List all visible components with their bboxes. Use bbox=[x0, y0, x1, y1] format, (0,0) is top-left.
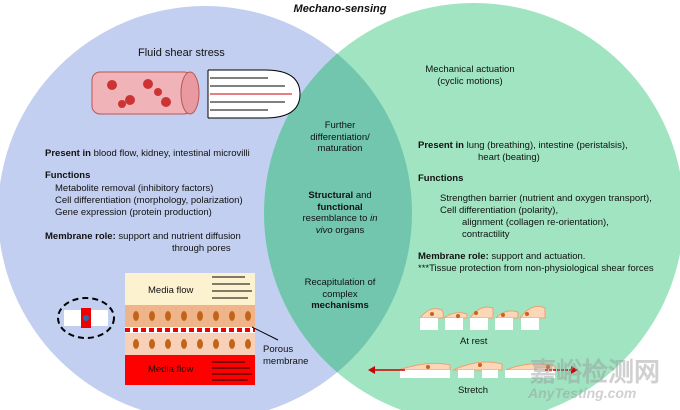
bold-text: functional bbox=[317, 201, 363, 213]
cells-stretch-illustration bbox=[368, 361, 578, 378]
watermark-en: AnyTesting.com bbox=[528, 385, 637, 401]
line: (cyclic motions) bbox=[437, 75, 503, 87]
media-flow-bottom-label: Media flow bbox=[148, 364, 194, 375]
watermark-cn: 嘉峪检测网 bbox=[530, 357, 661, 387]
line: complex bbox=[322, 288, 358, 300]
bold-text: Structural bbox=[308, 190, 354, 201]
center-item-resemblance: Structural and functional resemblance to… bbox=[280, 190, 400, 236]
membrane-label: Membrane role: bbox=[418, 251, 489, 262]
right-function-item: Strengthen barrier (nutrient and oxygen … bbox=[440, 193, 652, 204]
center-item-differentiation: Further differentiation/ maturation bbox=[280, 120, 400, 155]
overlap-region bbox=[264, 6, 412, 410]
cells-at-rest-illustration bbox=[418, 305, 546, 330]
line: maturation bbox=[317, 143, 363, 154]
present-label: Present in bbox=[45, 148, 91, 159]
center-item-recapitulation: Recapitulation of complex mechanisms bbox=[280, 277, 400, 312]
text: resemblance to bbox=[302, 213, 371, 224]
left-function-item: Metabolite removal (inhibitory factors) bbox=[55, 183, 214, 194]
right-present-in-cont: heart (beating) bbox=[478, 152, 540, 163]
left-membrane-role-cont: through pores bbox=[172, 243, 231, 254]
at-rest-label: At rest bbox=[460, 336, 488, 347]
italic-text: in bbox=[370, 213, 378, 224]
left-heading: Fluid shear stress bbox=[138, 47, 225, 59]
text: organs bbox=[332, 224, 365, 236]
right-membrane-role: Membrane role: support and actuation. bbox=[418, 251, 585, 263]
left-membrane-role: Membrane role: support and nutrient diff… bbox=[45, 231, 241, 243]
line: differentiation/ bbox=[310, 131, 370, 143]
media-flow-top-label: Media flow bbox=[148, 285, 194, 296]
line: Further bbox=[324, 120, 356, 131]
right-heading: Mechanical actuation (cyclic motions) bbox=[410, 64, 530, 87]
right-note: ***Tissue protection from non-physiologi… bbox=[418, 263, 654, 274]
left-function-item: Gene expression (protein production) bbox=[55, 207, 212, 218]
line: Mechanical actuation bbox=[425, 64, 515, 75]
left-functions-label: Functions bbox=[45, 170, 91, 181]
italic-text: vivo bbox=[315, 224, 333, 236]
flow-profile-illustration bbox=[207, 69, 301, 119]
present-label: Present in bbox=[418, 140, 464, 151]
present-text: lung (breathing), intestine (peristalsis… bbox=[466, 140, 628, 151]
right-functions-label: Functions bbox=[418, 173, 464, 184]
membrane-label-chip: membrane bbox=[263, 356, 309, 367]
right-function-item: Cell differentiation (polarity), bbox=[440, 205, 559, 216]
left-present-in: Present in blood flow, kidney, intestina… bbox=[45, 148, 250, 160]
diagram-title: Mechano-sensing bbox=[293, 3, 387, 15]
right-function-item: contractility bbox=[462, 229, 510, 240]
membrane-text: support and nutrient diffusion bbox=[118, 231, 241, 242]
present-text: blood flow, kidney, intestinal microvill… bbox=[93, 148, 250, 159]
organ-chip-illustration bbox=[57, 273, 279, 385]
left-function-item: Cell differentiation (morphology, polari… bbox=[55, 195, 243, 206]
porous-label: Porous bbox=[263, 344, 294, 355]
stretch-label: Stretch bbox=[458, 385, 489, 396]
text: and bbox=[353, 190, 372, 201]
bold-text: mechanisms bbox=[311, 300, 369, 311]
right-present-in: Present in lung (breathing), intestine (… bbox=[418, 140, 628, 152]
membrane-label: Membrane role: bbox=[45, 231, 116, 242]
membrane-text: support and actuation. bbox=[491, 251, 586, 262]
blood-vessel-illustration bbox=[91, 71, 200, 115]
line: Recapitulation of bbox=[304, 277, 376, 288]
right-function-item: alignment (collagen re-orientation), bbox=[462, 217, 609, 228]
